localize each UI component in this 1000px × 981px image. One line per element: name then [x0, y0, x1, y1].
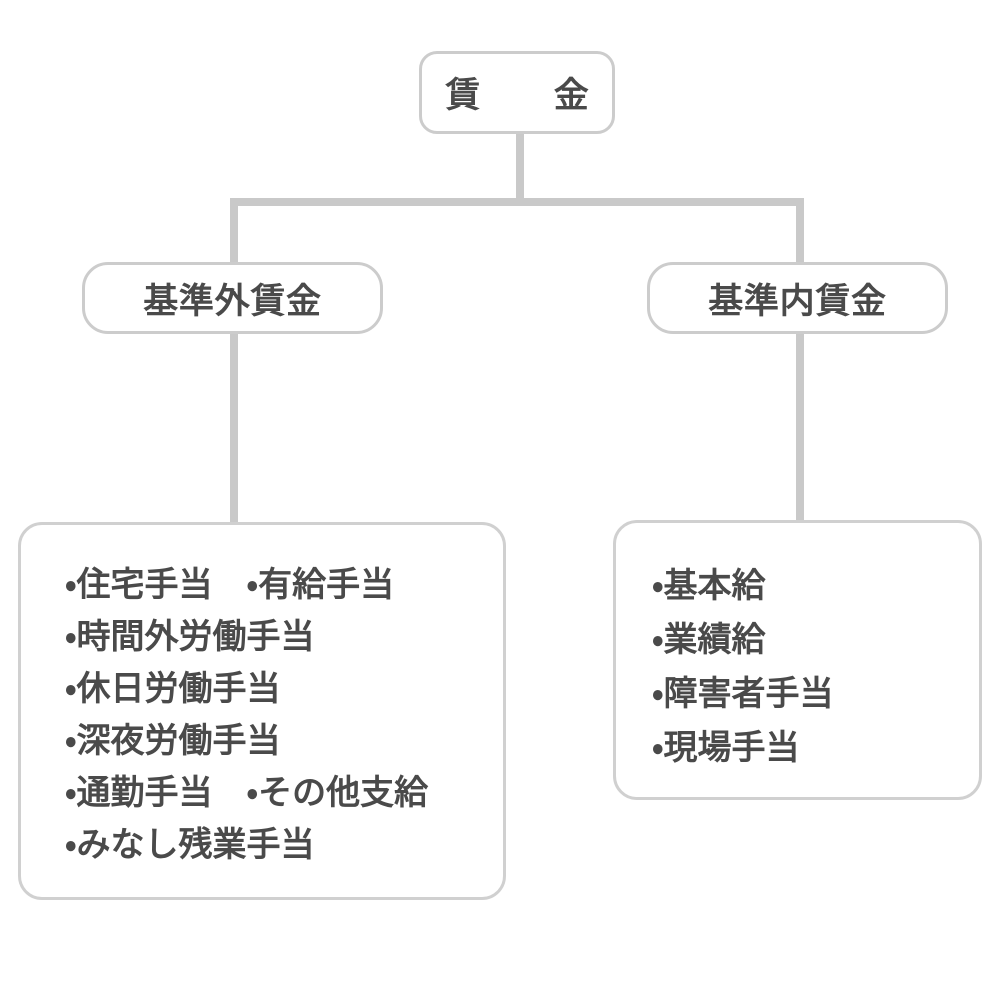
- list-item: ・基本給: [652, 567, 766, 605]
- node-kijungai[interactable]: 基準外賃金: [82, 262, 383, 334]
- list-item: ・業績給: [652, 621, 766, 659]
- list-box-kijungai: ・住宅手当 ・有給手当 ・時間外労働手当 ・休日労働手当 ・深夜労働手当 ・通勤…: [18, 522, 506, 900]
- list-item: ・みなし残業手当: [65, 826, 315, 864]
- list-item: ・時間外労働手当: [65, 618, 315, 656]
- node-kijunnai[interactable]: 基準内賃金: [647, 262, 948, 334]
- list-item: ・住宅手当 ・有給手当: [65, 566, 395, 604]
- connector-kijungai-to-list: [230, 328, 238, 524]
- list-item: ・現場手当: [652, 729, 800, 767]
- node-kijungai-label: 基準外賃金: [143, 281, 322, 321]
- connector-root-stem: [516, 130, 524, 206]
- list-item: ・通勤手当 ・その他支給: [65, 774, 429, 812]
- connector-to-kijunnai: [796, 198, 804, 266]
- node-root-label: 賃 金: [445, 76, 608, 115]
- list-item: ・休日労働手当: [65, 670, 281, 708]
- connector-kijunnai-to-list: [796, 328, 804, 524]
- node-root-wage[interactable]: 賃 金: [419, 51, 615, 134]
- list-item: ・障害者手当: [652, 675, 834, 713]
- connector-to-kijungai: [230, 198, 238, 266]
- connector-horizontal-bus: [230, 198, 804, 206]
- list-box-kijunnai: ・基本給 ・業績給 ・障害者手当 ・現場手当: [613, 520, 982, 800]
- list-item: ・深夜労働手当: [65, 722, 281, 760]
- node-kijunnai-label: 基準内賃金: [708, 281, 887, 321]
